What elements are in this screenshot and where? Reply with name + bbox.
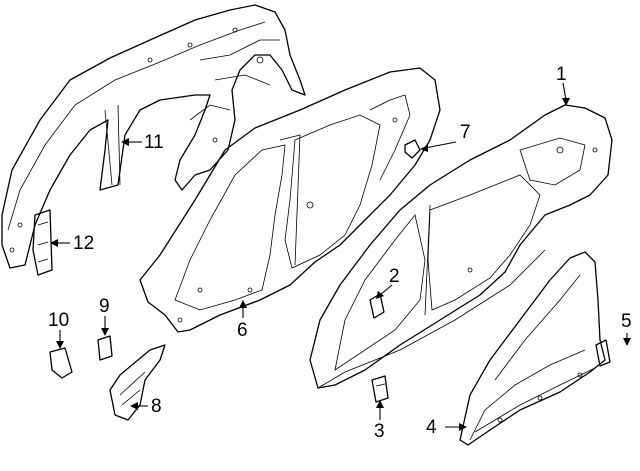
callout-5: 5	[621, 311, 632, 332]
callout-9: 9	[99, 296, 110, 317]
part-7-clip	[404, 139, 421, 159]
callout-12: 12	[73, 233, 94, 254]
callout-4: 4	[426, 417, 437, 438]
callout-2: 2	[389, 266, 400, 287]
part-12-bracket	[32, 209, 53, 276]
part-2-bracket	[369, 293, 385, 319]
part-3-bracket	[371, 375, 389, 403]
part-6-inner-side-panel	[139, 67, 441, 333]
callout-1: 1	[556, 64, 567, 85]
callout-8: 8	[151, 396, 162, 417]
callout-10: 10	[48, 310, 69, 331]
part-4-rocker-panel	[459, 251, 606, 446]
callout-7: 7	[460, 122, 471, 143]
leaders	[50, 82, 631, 431]
part-10-bracket	[49, 347, 73, 379]
part-9-bracket	[97, 335, 113, 361]
callout-3: 3	[374, 421, 385, 442]
part-8-reinforcement	[109, 344, 166, 421]
callout-11: 11	[144, 132, 164, 153]
callout-labels: 1 2 3 4 5 6 7 8 9 10 11 12	[48, 64, 632, 442]
part-1-outer-body-side	[309, 104, 613, 389]
callout-6: 6	[237, 320, 248, 341]
part-5-end-cap	[595, 339, 611, 367]
part-11-inner-pillar	[1, 4, 306, 269]
